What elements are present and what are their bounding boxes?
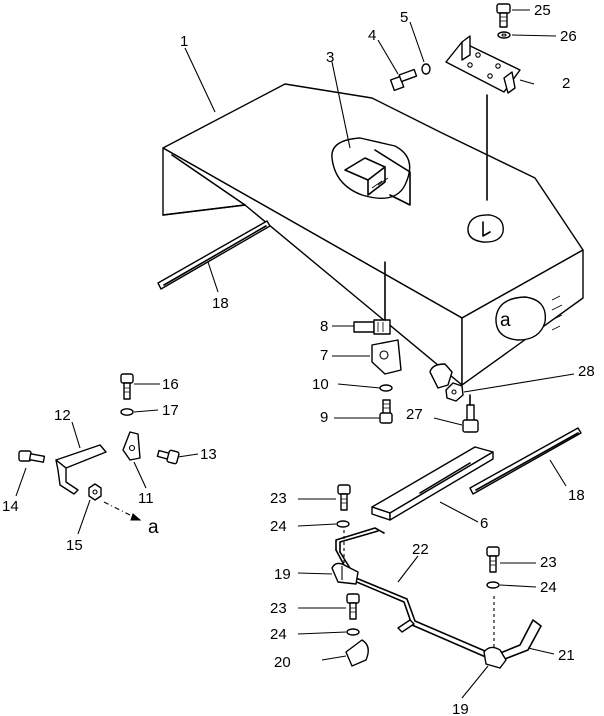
callout-8: 8 xyxy=(320,318,328,335)
hinge-bracket xyxy=(445,35,521,201)
callout-19-lower: 19 xyxy=(452,701,469,716)
callout-18-right: 18 xyxy=(568,487,585,504)
bracket-12 xyxy=(55,444,107,495)
callout-24-a: 24 xyxy=(270,518,287,535)
callout-1: 1 xyxy=(180,33,188,50)
callout-24-c: 24 xyxy=(540,579,557,596)
washer-5 xyxy=(421,63,431,75)
reference-a-cover: a xyxy=(500,310,511,331)
callout-28: 28 xyxy=(578,363,595,380)
callout-22: 22 xyxy=(412,541,429,558)
nut-28 xyxy=(445,382,464,402)
callout-6: 6 xyxy=(480,515,488,532)
bolt-27 xyxy=(462,394,479,433)
bolt-23-a xyxy=(337,484,351,511)
callout-9: 9 xyxy=(320,409,328,426)
washer-17 xyxy=(120,408,134,416)
callout-23-b: 23 xyxy=(270,600,287,617)
callout-23-a: 23 xyxy=(270,490,287,507)
callout-23-c: 23 xyxy=(540,554,557,571)
callout-4: 4 xyxy=(368,27,376,44)
washer-24-b xyxy=(346,628,360,636)
bolt-25 xyxy=(496,3,511,28)
nut-15 xyxy=(88,483,102,501)
callout-20: 20 xyxy=(274,654,291,671)
washer-24-a xyxy=(336,520,350,528)
callout-7: 7 xyxy=(320,347,328,364)
strip-18-right xyxy=(469,427,582,495)
bolt-9 xyxy=(379,399,393,424)
cover-panel xyxy=(162,83,584,389)
callout-25: 25 xyxy=(534,2,551,19)
latch-7 xyxy=(371,339,402,375)
callout-17: 17 xyxy=(162,402,179,419)
bolt-16 xyxy=(120,373,134,400)
callout-24-b: 24 xyxy=(270,626,287,643)
callout-5: 5 xyxy=(400,9,408,26)
strip-18-left xyxy=(157,220,271,290)
callout-10: 10 xyxy=(312,376,329,393)
reference-a-arrow: a xyxy=(148,517,159,538)
washer-26 xyxy=(497,31,511,39)
bolt-23-c xyxy=(486,546,500,573)
bracket-11 xyxy=(122,431,141,461)
bolt-4 xyxy=(389,68,418,92)
leader-lines xyxy=(15,9,575,699)
callout-21: 21 xyxy=(558,647,575,664)
callout-27: 27 xyxy=(406,406,423,423)
clamp-19-upper xyxy=(331,562,359,585)
washer-24-c xyxy=(486,581,500,589)
callout-11: 11 xyxy=(138,490,154,507)
bolt-14 xyxy=(18,450,46,463)
callout-12: 12 xyxy=(54,407,71,424)
bolt-23-b xyxy=(346,593,360,620)
callout-26: 26 xyxy=(560,28,577,45)
clamp-19-lower xyxy=(483,646,507,669)
clamp-20 xyxy=(345,619,415,667)
callout-2: 2 xyxy=(562,75,570,92)
callout-15: 15 xyxy=(66,537,83,554)
callout-14: 14 xyxy=(2,498,19,515)
clip-8 xyxy=(353,261,391,335)
callout-3: 3 xyxy=(326,49,334,66)
washer-10 xyxy=(379,384,393,392)
callout-18-left: 18 xyxy=(212,295,229,312)
callout-16: 16 xyxy=(162,376,179,393)
callout-19-upper: 19 xyxy=(274,566,291,583)
callout-13: 13 xyxy=(200,446,217,463)
bar-6 xyxy=(371,446,494,521)
bolt-13 xyxy=(156,449,180,465)
